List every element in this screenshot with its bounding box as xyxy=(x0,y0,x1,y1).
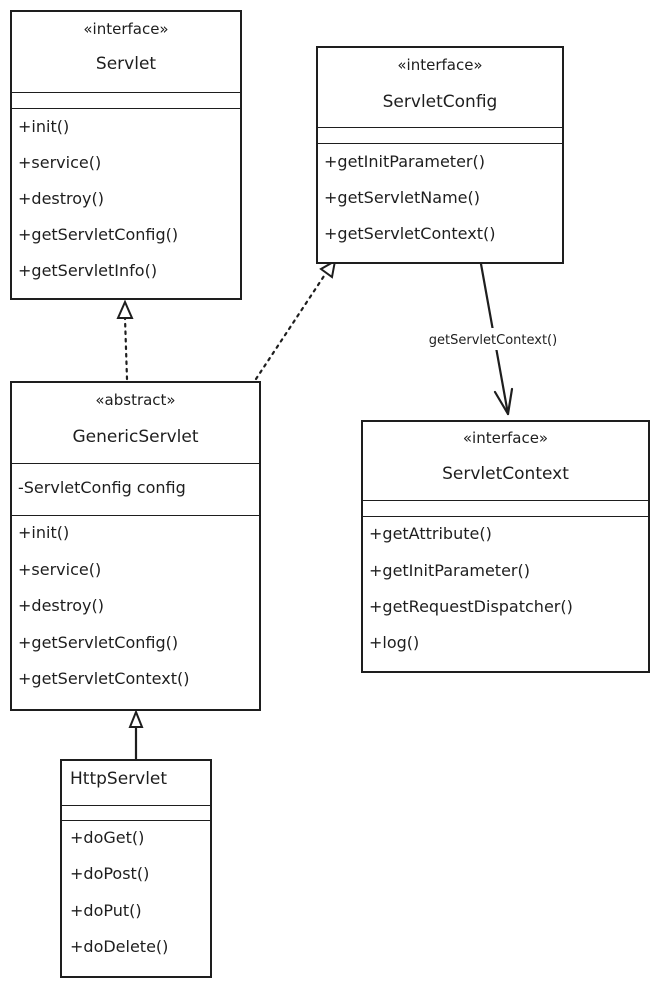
generic-servlet-divider-top xyxy=(12,463,259,464)
generic-to-config-realization-line xyxy=(254,271,328,381)
servlet-config-divider-bottom xyxy=(318,143,562,144)
generic-servlet-method: +destroy() xyxy=(18,596,104,615)
generic-servlet-class-box: «abstract» GenericServlet -ServletConfig… xyxy=(10,381,261,711)
servlet-method: +getServletConfig() xyxy=(18,225,179,244)
http-servlet-method: +doPut() xyxy=(70,901,142,920)
http-servlet-divider-top xyxy=(62,805,210,806)
http-servlet-method: +doDelete() xyxy=(70,937,169,956)
generic-to-servlet-arrowhead xyxy=(116,299,134,319)
generic-servlet-method: +service() xyxy=(18,560,102,579)
servlet-config-class-box: «interface» ServletConfig +getInitParame… xyxy=(316,46,564,264)
http-servlet-class-box: HttpServlet +doGet() +doPost() +doPut() … xyxy=(60,759,212,978)
http-servlet-divider-bottom xyxy=(62,820,210,821)
servlet-divider-bottom xyxy=(12,108,240,109)
servlet-class-box: «interface» Servlet +init() +service() +… xyxy=(10,10,242,300)
servlet-method: +destroy() xyxy=(18,189,104,208)
servlet-method: +init() xyxy=(18,117,70,136)
config-to-context-label: getServletContext() xyxy=(429,333,557,348)
servlet-divider-top xyxy=(12,92,240,93)
generic-to-servlet-realization-line xyxy=(123,316,129,381)
servlet-context-stereotype: «interface» xyxy=(462,429,549,447)
generic-servlet-class-name: GenericServlet xyxy=(72,427,199,447)
generic-servlet-divider-bottom xyxy=(12,515,259,516)
http-servlet-class-name: HttpServlet xyxy=(70,769,168,789)
servlet-method: +service() xyxy=(18,153,102,172)
generic-to-config-arrowhead xyxy=(319,259,337,279)
servlet-config-divider-top xyxy=(318,127,562,128)
http-servlet-method: +doPost() xyxy=(70,864,150,883)
servlet-config-class-name: ServletConfig xyxy=(382,92,498,112)
config-to-context-arrowhead xyxy=(493,387,514,416)
servlet-context-class-box: «interface» ServletContext +getAttribute… xyxy=(361,420,650,673)
servlet-context-divider-top xyxy=(363,500,648,501)
servlet-config-method: +getInitParameter() xyxy=(324,152,485,171)
generic-servlet-method: +getServletConfig() xyxy=(18,633,179,652)
servlet-class-name: Servlet xyxy=(95,54,157,74)
servlet-config-stereotype: «interface» xyxy=(397,56,483,74)
generic-servlet-method: +init() xyxy=(18,523,70,542)
servlet-context-method: +log() xyxy=(369,633,420,652)
http-to-generic-arrowhead xyxy=(128,709,144,728)
generic-servlet-field: -ServletConfig config xyxy=(18,478,186,497)
servlet-context-method: +getAttribute() xyxy=(369,524,492,543)
servlet-stereotype: «interface» xyxy=(83,20,169,38)
servlet-context-class-name: ServletContext xyxy=(442,464,569,484)
servlet-context-method: +getInitParameter() xyxy=(369,561,530,580)
http-servlet-method: +doGet() xyxy=(70,828,145,847)
generic-servlet-method: +getServletContext() xyxy=(18,669,190,688)
generic-servlet-stereotype: «abstract» xyxy=(95,391,176,409)
servlet-context-method: +getRequestDispatcher() xyxy=(369,597,573,616)
servlet-config-method: +getServletContext() xyxy=(324,224,496,243)
servlet-context-divider-bottom xyxy=(363,516,648,517)
servlet-method: +getServletInfo() xyxy=(18,261,158,280)
servlet-config-method: +getServletName() xyxy=(324,188,480,207)
